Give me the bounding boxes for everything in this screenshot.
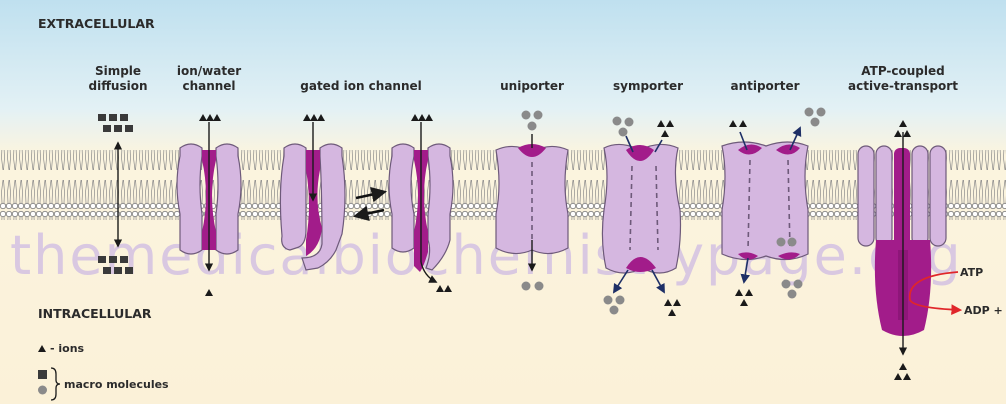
simple-diffusion-label-line1: Simple — [95, 64, 141, 78]
atp-coupled-label-line1: ATP-coupled — [861, 64, 944, 78]
ion-water-channel-label-line2: channel — [182, 79, 235, 93]
gated-ion-channel-label: gated ion channel — [300, 79, 422, 93]
macromolecule-circle-icon — [38, 386, 47, 395]
atp-label: ATP — [960, 266, 983, 279]
uniporter-label: uniporter — [500, 79, 564, 93]
atp-coupled-label-line2: active-transport — [848, 79, 958, 93]
extracellular-label: EXTRACELLULAR — [38, 16, 155, 31]
macromolecule-square-icon — [38, 370, 47, 379]
antiporter-label: antiporter — [730, 79, 799, 93]
intracellular-label: INTRACELLULAR — [38, 306, 152, 321]
legend-macro-molecules: macro molecules — [64, 378, 169, 391]
legend-ions: - ions — [50, 342, 85, 355]
symporter-label: symporter — [613, 79, 683, 93]
adp-pi-label: ADP + Pi — [964, 304, 1006, 317]
simple-diffusion-label-line2: diffusion — [88, 79, 147, 93]
ion-water-channel-label-line1: ion/water — [177, 64, 241, 78]
watermark: themedicalbiochemistrypage.org — [10, 224, 963, 287]
